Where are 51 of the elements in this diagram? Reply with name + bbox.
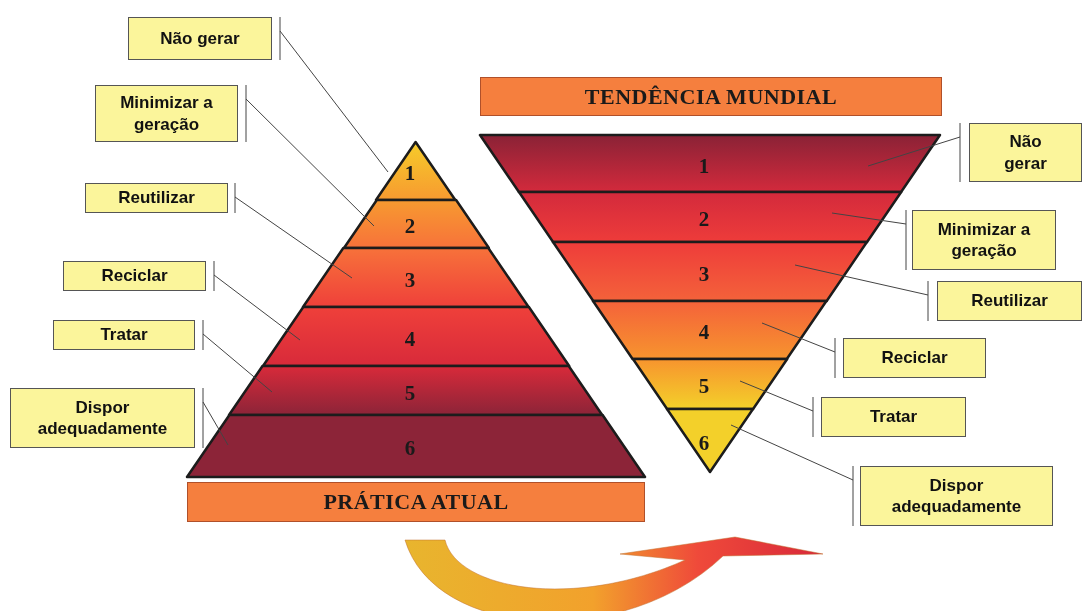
pyramid-layer <box>376 142 456 200</box>
callout-label: Reciclar <box>843 338 986 378</box>
callout-label: Minimizar a geração <box>95 85 238 142</box>
pyramid-layer <box>518 192 902 242</box>
layer-number: 2 <box>404 215 416 237</box>
pyramid-layer <box>667 409 753 472</box>
leader-line <box>245 84 375 227</box>
leader-line <box>730 424 854 527</box>
layer-number: 6 <box>404 437 416 459</box>
callout-label: Não gerar <box>128 17 272 60</box>
leader-line <box>202 387 229 449</box>
layer-number: 5 <box>404 382 416 403</box>
callout-label: Tratar <box>821 397 966 437</box>
leader-line <box>213 260 301 341</box>
callout-label: Reutilizar <box>85 183 228 213</box>
callout-label: Dispor adequadamente <box>860 466 1053 526</box>
layer-number: 1 <box>404 162 416 184</box>
leader-line <box>234 182 353 279</box>
leader-line <box>867 122 961 183</box>
layer-number: 3 <box>404 269 416 290</box>
callout-label: Não gerar <box>969 123 1082 182</box>
pyramid-layer <box>632 359 788 409</box>
pyramid-layer <box>553 242 867 301</box>
pyramid-layer <box>262 307 570 366</box>
layer-number: 3 <box>698 263 710 284</box>
title-banner: PRÁTICA ATUAL <box>187 482 645 522</box>
pyramid-layer <box>229 366 603 415</box>
layer-number: 1 <box>698 155 710 176</box>
layer-number: 6 <box>698 432 710 453</box>
leader-line <box>794 264 929 322</box>
pyramid-layer <box>593 301 827 359</box>
layer-number: 4 <box>404 328 416 349</box>
layer-number: 2 <box>698 208 710 230</box>
curved-arrow <box>404 536 824 611</box>
leader-line <box>279 16 389 173</box>
callout-label: Reciclar <box>63 261 206 291</box>
leader-line <box>739 380 814 438</box>
leader-line <box>831 209 907 271</box>
leader-line <box>761 322 836 379</box>
callout-label: Minimizar a geração <box>912 210 1056 270</box>
pyramid-layer <box>480 135 940 192</box>
callout-label: Dispor adequadamente <box>10 388 195 448</box>
pyramid-layer <box>187 415 645 477</box>
leader-line <box>202 319 273 393</box>
callout-label: Tratar <box>53 320 195 350</box>
pyramid-layer <box>303 248 529 307</box>
callout-label: Reutilizar <box>937 281 1082 321</box>
layer-number: 5 <box>698 375 710 397</box>
pyramid-layer <box>343 200 489 248</box>
title-banner: TENDÊNCIA MUNDIAL <box>480 77 942 116</box>
layer-number: 4 <box>698 321 710 343</box>
